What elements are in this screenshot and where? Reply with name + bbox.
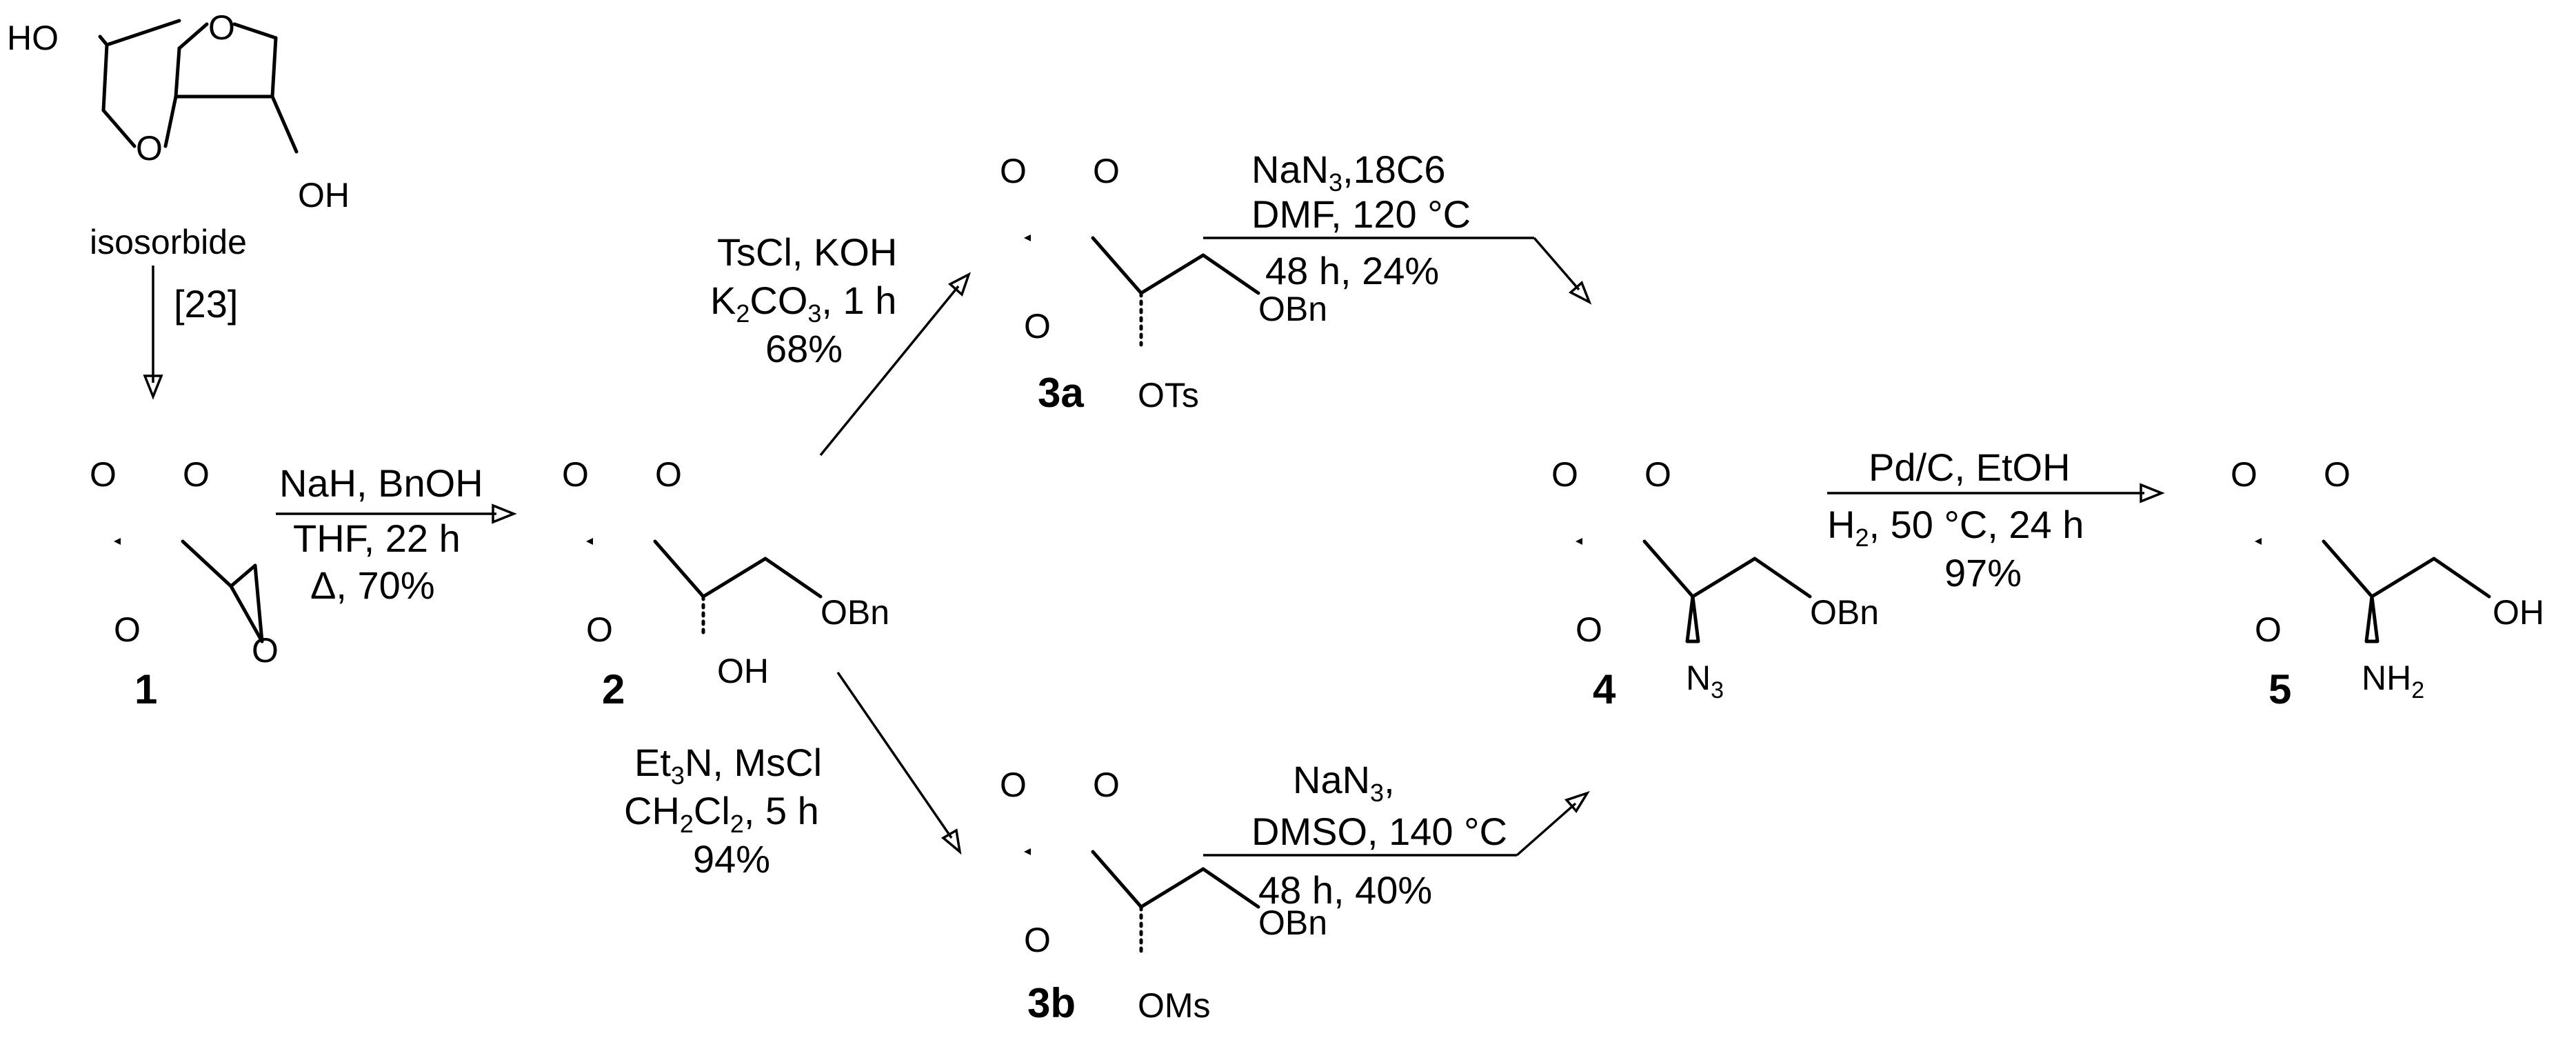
isosorbide-caption: isosorbide	[90, 223, 247, 261]
compound-5-oh-label: OH	[2493, 593, 2544, 632]
r3b-to-4-condition-1: NaN3,	[1293, 758, 1395, 807]
compound-5-o-ring: O	[2255, 610, 2282, 649]
compound-4-o-ring: O	[1576, 610, 1602, 649]
compound-2-o-ring: O	[586, 610, 613, 649]
compound-2-o-left: O	[562, 455, 589, 494]
isosorbide-oh-label: OH	[298, 176, 350, 214]
compound-3a-obn-label: OBn	[1258, 290, 1327, 328]
r3a-to-4-condition-1: NaN3,18C6	[1251, 148, 1446, 197]
arrow-2-to-3b	[836, 672, 962, 855]
arrow-3b-to-4	[1203, 790, 1591, 857]
isosorbide-o-top: O	[208, 8, 235, 47]
compound-2-obn-label: OBn	[821, 593, 889, 632]
compound-1-o-epoxide: O	[252, 631, 279, 670]
compound-1-structure	[76, 397, 264, 643]
compound-2-structure	[548, 397, 823, 640]
r4-to-5-condition-3: 97%	[1944, 551, 2022, 594]
arrow-isosorbide-to-1	[143, 266, 163, 400]
r2-to-3b-condition-1: Et3N, MsCl	[634, 741, 822, 790]
compound-2-oh-label: OH	[717, 652, 769, 690]
compound-1-o-ring: O	[114, 610, 141, 649]
r3b-to-4-condition-3: 48 h, 40%	[1258, 868, 1432, 912]
compound-5-o-left: O	[2231, 455, 2257, 494]
arrow-3a-to-4	[1203, 237, 1592, 305]
r1-to-2-condition-3: Δ, 70%	[310, 563, 435, 607]
r3a-to-4-condition-3: 48 h, 24%	[1265, 249, 1439, 292]
compound-5-nh2-label: NH2	[2362, 659, 2424, 703]
compound-4-structure	[1538, 397, 1812, 643]
r3a-to-4-condition-2: DMF, 120 °C	[1251, 192, 1471, 236]
compound-3b-oms-label: OMs	[1138, 986, 1211, 1025]
compound-5-structure	[2217, 397, 2491, 643]
arrow-1-to-2	[276, 503, 517, 524]
compound-1-o-right: O	[183, 455, 210, 494]
r4-to-5-condition-2: H2, 50 °C, 24 h	[1827, 503, 2084, 552]
compound-3b-obn-label: OBn	[1258, 903, 1327, 942]
isosorbide-to-1-condition: [23]	[174, 282, 238, 326]
r2-to-3b-condition-3: 94%	[693, 837, 770, 881]
compound-2-number: 2	[602, 666, 625, 712]
compound-1-o-left: O	[90, 455, 117, 494]
compound-3a-o-left: O	[1000, 152, 1027, 190]
compound-4-o-left: O	[1551, 455, 1578, 494]
isosorbide-ho-label: HO	[7, 19, 59, 57]
compound-3a-o-right: O	[1093, 152, 1120, 190]
compound-5-number: 5	[2268, 666, 2291, 712]
compound-3b-o-ring: O	[1024, 921, 1051, 959]
compound-3a-structure	[986, 93, 1260, 347]
compound-3b-o-right: O	[1093, 766, 1120, 804]
r2-to-3a-condition-2: K2CO3, 1 h	[710, 279, 896, 328]
compound-2-o-right: O	[655, 455, 682, 494]
r2-to-3b-condition-2: CH2Cl2, 5 h	[624, 789, 819, 838]
arrow-2-to-3a	[819, 272, 972, 457]
isosorbide-o-bottom: O	[136, 129, 163, 168]
isosorbide-structure	[98, 19, 299, 154]
arrow-4-to-5	[1827, 483, 2165, 503]
r4-to-5-condition-1: Pd/C, EtOH	[1869, 446, 2071, 489]
compound-3b-number: 3b	[1027, 980, 1076, 1026]
compound-4-number: 4	[1593, 666, 1616, 712]
compound-1-number: 1	[134, 666, 157, 712]
compound-3b-structure	[986, 707, 1260, 957]
compound-3a-o-ring: O	[1024, 307, 1051, 346]
compound-3a-ots-label: OTs	[1138, 376, 1199, 414]
compound-3b-o-left: O	[1000, 766, 1027, 804]
r3b-to-4-condition-2: DMSO, 140 °C	[1251, 810, 1507, 853]
compound-5-o-right: O	[2324, 455, 2351, 494]
r1-to-2-condition-1: NaH, BnOH	[279, 461, 483, 505]
compound-4-o-right: O	[1644, 455, 1671, 494]
compound-4-n3-label: N3	[1686, 659, 1724, 703]
compound-3a-number: 3a	[1038, 370, 1084, 416]
r1-to-2-condition-2: THF, 22 h	[293, 517, 461, 560]
compound-4-obn-label: OBn	[1810, 593, 1879, 632]
r2-to-3a-condition-3: 68%	[765, 327, 843, 370]
r2-to-3a-condition-1: TsCl, KOH	[717, 230, 897, 274]
